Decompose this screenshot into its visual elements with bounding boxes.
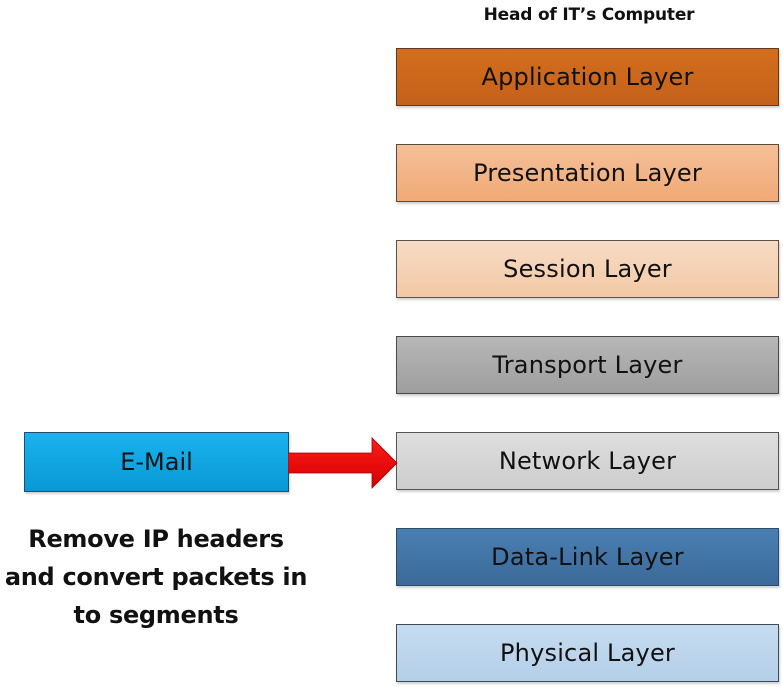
diagram-title: Head of IT’s Computer bbox=[483, 5, 695, 25]
data-link-layer-box: Data-Link Layer bbox=[396, 528, 779, 586]
physical-layer-box: Physical Layer bbox=[396, 624, 779, 682]
transport-layer-box: Transport Layer bbox=[396, 336, 779, 394]
arrow-shape bbox=[288, 437, 398, 489]
layer-label: Application Layer bbox=[481, 63, 694, 91]
email-box: E-Mail bbox=[24, 432, 289, 492]
session-layer-box: Session Layer bbox=[396, 240, 779, 298]
network-layer-box: Network Layer bbox=[396, 432, 779, 490]
layer-label: Presentation Layer bbox=[473, 159, 702, 187]
caption-text: Remove IP headers and convert packets in… bbox=[4, 525, 308, 629]
layer-label: Physical Layer bbox=[500, 639, 675, 667]
right-arrow-icon bbox=[288, 437, 398, 489]
layer-label: Transport Layer bbox=[492, 351, 683, 379]
layer-label: Data-Link Layer bbox=[491, 543, 684, 571]
layer-label: Session Layer bbox=[503, 255, 672, 283]
layer-label: Network Layer bbox=[498, 447, 677, 475]
application-layer-box: Application Layer bbox=[396, 48, 779, 106]
email-label: E-Mail bbox=[120, 448, 193, 476]
presentation-layer-box: Presentation Layer bbox=[396, 144, 779, 202]
